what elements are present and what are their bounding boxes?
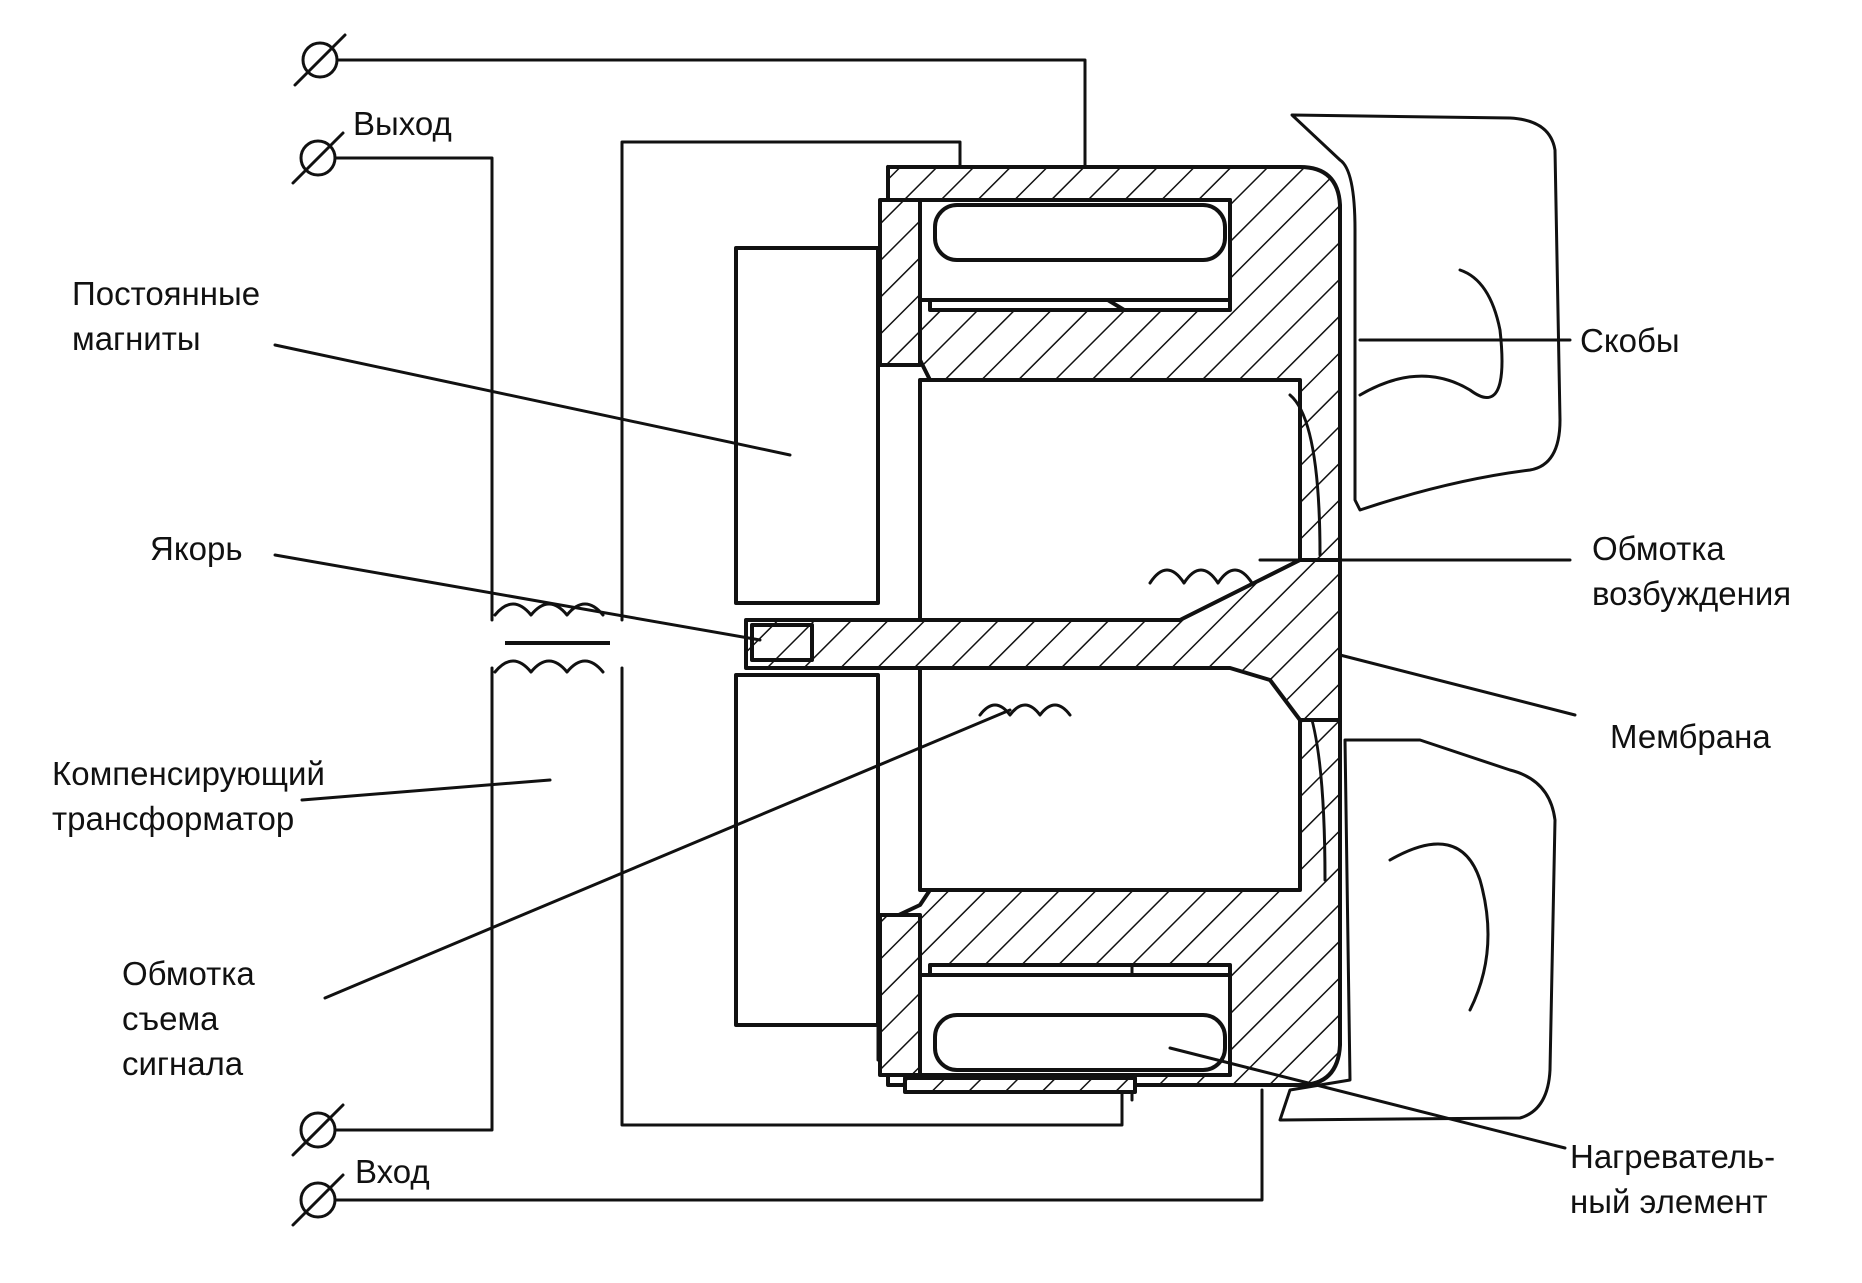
- label-heater-2: ный элемент: [1570, 1183, 1768, 1220]
- label-permanent-magnets-1: Постоянные: [72, 275, 260, 312]
- lower-magnet-frame: [734, 673, 880, 1027]
- compensating-transformer: [493, 602, 610, 674]
- label-pickup-winding-3: сигнала: [122, 1045, 244, 1082]
- label-heater-1: Нагреватель-: [1570, 1138, 1775, 1175]
- pickup-coil: [978, 703, 1072, 717]
- label-compensating-transformer-1: Компенсирующий: [52, 755, 325, 792]
- bracket-lower: [1278, 738, 1557, 1122]
- label-excitation-winding-2: возбуждения: [1592, 575, 1791, 612]
- label-permanent-magnets-2: магниты: [72, 320, 201, 357]
- bracket-upper: [1290, 113, 1562, 512]
- label-output: Выход: [353, 105, 452, 142]
- label-excitation-winding-1: Обмотка: [1592, 530, 1725, 567]
- label-input: Вход: [355, 1153, 430, 1190]
- label-pickup-winding-2: съема: [122, 1000, 219, 1037]
- label-membrane: Мембрана: [1610, 718, 1771, 755]
- leader-lines: [273, 338, 1577, 1150]
- armature: [744, 558, 1342, 722]
- label-pickup-winding-1: Обмотка: [122, 955, 255, 992]
- excitation-winding: [1148, 568, 1254, 585]
- lower-housing: [878, 698, 1342, 1094]
- label-armature: Якорь: [150, 530, 243, 567]
- permanent-magnet: [734, 246, 880, 605]
- label-brackets: Скобы: [1580, 322, 1680, 359]
- label-compensating-transformer-2: трансформатор: [52, 800, 294, 837]
